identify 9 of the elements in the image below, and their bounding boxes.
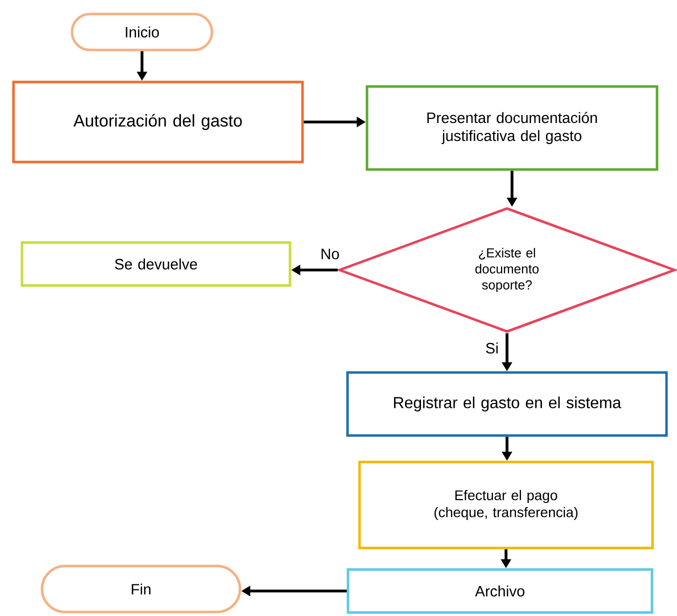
process-box: Se devuelve: [20, 241, 292, 287]
terminal-box: Inicio: [70, 12, 214, 52]
process-box: Registrar el gasto en el sistema: [346, 371, 668, 437]
terminal-box: Fin: [40, 564, 242, 614]
edge-label: Si: [484, 342, 500, 354]
process-box: Archivo: [346, 568, 654, 614]
process-box: Presentar documentación justificativa del gasto: [366, 85, 658, 171]
process-box: Efectuar el pago (cheque, transferencia): [358, 460, 654, 550]
process-box: Autorización del gasto: [12, 80, 304, 164]
